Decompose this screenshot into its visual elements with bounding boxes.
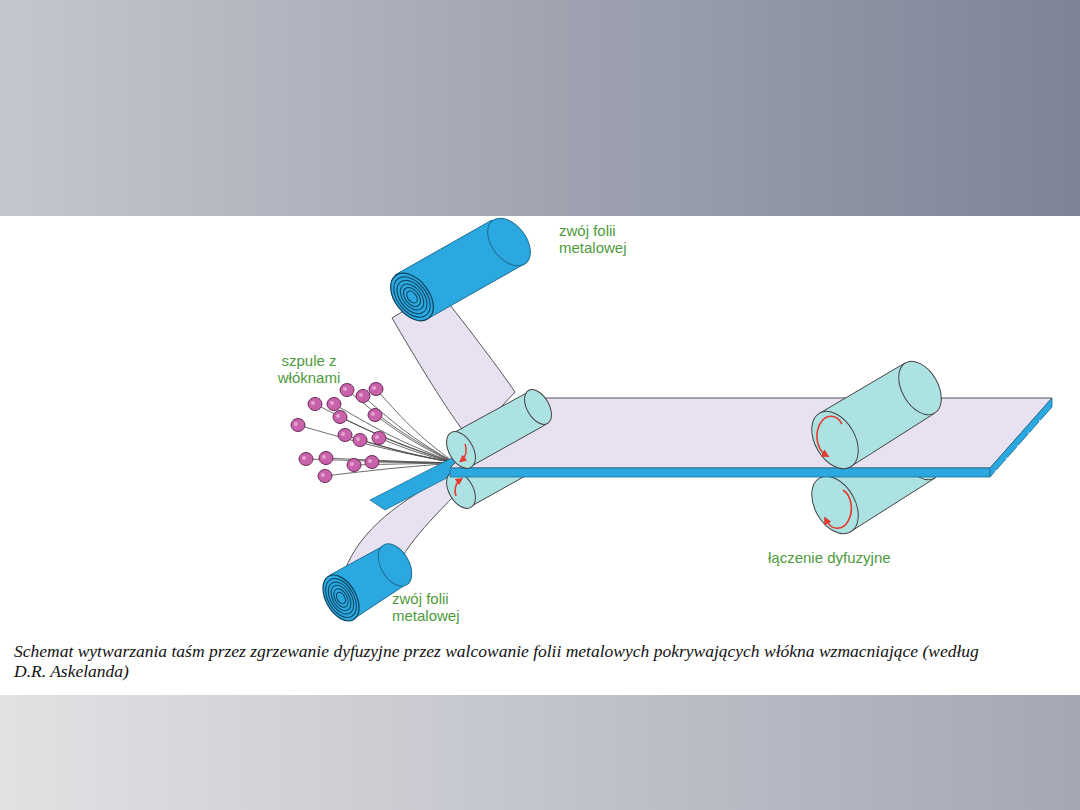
bottom-band — [0, 695, 1080, 810]
roller — [802, 354, 950, 477]
white-panel — [0, 216, 1080, 695]
roller — [441, 385, 557, 473]
fibers — [298, 389, 455, 476]
part-label: łączenie dyfuzyjne — [768, 549, 968, 566]
caption: Schemat wytwarzania taśm przez zgrzewani… — [14, 641, 1004, 681]
part-label: zwój folii metalowej — [392, 590, 480, 624]
top-band — [0, 0, 1080, 216]
fiber-spools — [291, 383, 386, 483]
part-label: zwój folii metalowej — [559, 222, 647, 256]
foil-roll — [382, 210, 539, 328]
part-label: szpule z włóknami — [250, 352, 368, 386]
